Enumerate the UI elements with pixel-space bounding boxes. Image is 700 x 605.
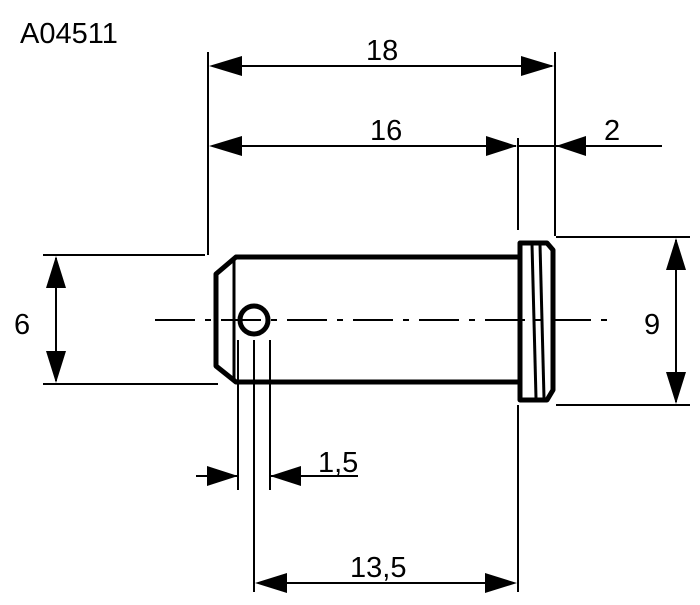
dim-shank-diameter: 6 (14, 256, 66, 383)
dim-label-1-5: 1,5 (318, 447, 358, 479)
dim-head-diameter: 9 (644, 238, 686, 404)
dim-shank-length: 16 (209, 115, 517, 156)
pin-outline (213, 240, 556, 403)
dim-label-16: 16 (370, 115, 402, 147)
pin-shank (213, 254, 523, 385)
dim-label-13-5: 13,5 (350, 552, 406, 584)
dim-head-thickness: 2 (518, 115, 662, 156)
dim-overall-length: 18 (209, 35, 554, 76)
dim-label-9: 9 (644, 309, 660, 341)
dim-hole-to-head: 13,5 (255, 552, 517, 593)
pin-head-chamfer-2 (538, 243, 546, 399)
extension-lines (43, 52, 690, 592)
dim-label-18: 18 (366, 35, 398, 67)
dim-label-6: 6 (14, 309, 30, 341)
dim-hole-diameter: 1,5 (196, 447, 358, 486)
part-number: A04511 (20, 18, 118, 50)
pin-head (517, 240, 556, 403)
pin-head-chamfer (530, 243, 538, 399)
dim-label-2: 2 (604, 115, 620, 147)
